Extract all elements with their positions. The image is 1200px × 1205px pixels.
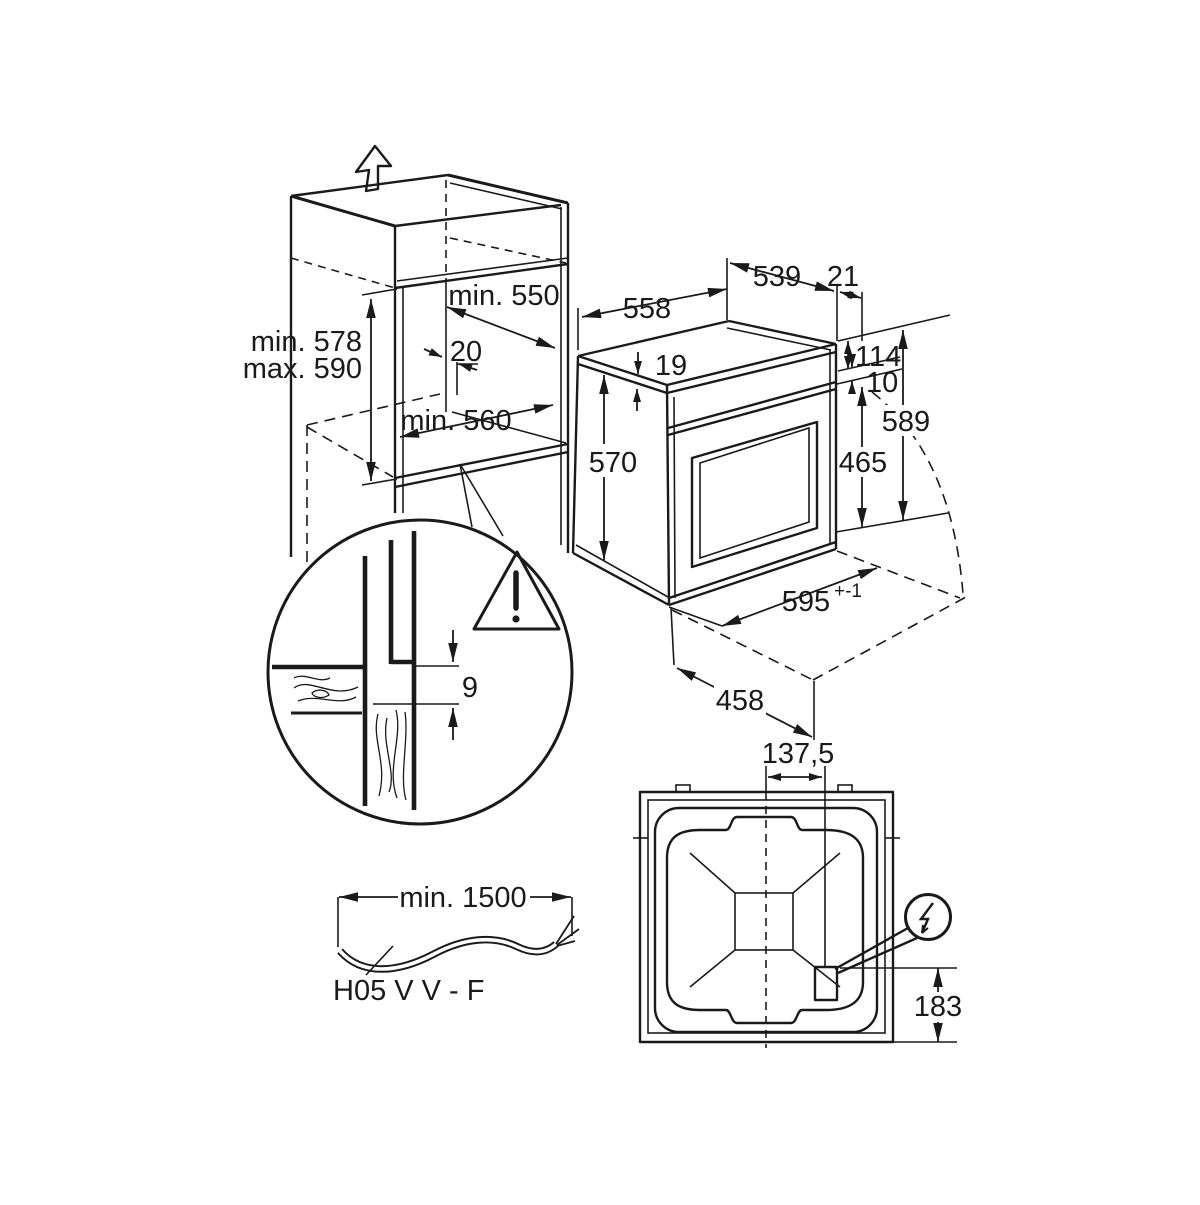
dim-line-rear-offset bbox=[839, 290, 862, 300]
dim-rear-gap: 10 bbox=[866, 367, 898, 399]
dim-arrow-rear-gap-left bbox=[423, 348, 443, 358]
dim-door-height: 465 bbox=[839, 447, 887, 479]
warning-icon bbox=[472, 550, 561, 631]
dim-body-depth: 558 bbox=[623, 293, 671, 325]
dim-front-width: 595 bbox=[782, 586, 830, 618]
dim-line-top-rear-width bbox=[729, 262, 835, 292]
dim-niche-height-max: max. 590 bbox=[243, 353, 362, 385]
dim-upper-rear-height: 114 bbox=[855, 341, 901, 373]
dim-mains-offset-x: 137,5 bbox=[762, 738, 835, 770]
rear-view: 137,5 183 bbox=[633, 738, 962, 1048]
oven-view: 558 539 21 19 570 114 10 589 465 595 +-1… bbox=[571, 258, 967, 740]
dim-line-niche-depth bbox=[446, 306, 556, 349]
power-cable: min. 1500 H05 V V - F bbox=[333, 881, 580, 1007]
dim-niche-width: min. 560 bbox=[400, 405, 511, 437]
dim-front-height: 589 bbox=[882, 406, 930, 438]
rear-panel-center-plate bbox=[734, 892, 794, 951]
dim-cable-length: min. 1500 bbox=[399, 882, 526, 914]
dim-rear-offset: 21 bbox=[827, 261, 859, 293]
dim-mains-offset-y: 183 bbox=[914, 991, 962, 1023]
dim-rear-gap: 20 bbox=[450, 336, 482, 368]
cable-type-label: H05 V V - F bbox=[333, 975, 485, 1007]
dim-top-rear-width: 539 bbox=[753, 261, 801, 293]
detail-circle-outline bbox=[266, 518, 574, 826]
dim-frame-lip: 19 bbox=[655, 350, 687, 382]
dim-arrow-rear-gap-right bbox=[458, 363, 478, 372]
dim-panel-gap: 9 bbox=[462, 672, 478, 704]
lightning-icon bbox=[834, 893, 952, 975]
dim-body-height: 570 bbox=[589, 447, 637, 479]
dim-line-front-width bbox=[721, 567, 878, 627]
detail-circle: 9 bbox=[266, 518, 574, 826]
dim-front-width-tolerance: +-1 bbox=[834, 581, 862, 602]
dim-niche-height-min: min. 578 bbox=[251, 326, 362, 358]
cabinet-view: min. 550 min. 578 max. 590 20 min. 560 bbox=[243, 144, 570, 570]
dim-pullout-depth: 458 bbox=[716, 685, 764, 717]
rear-panel-emboss bbox=[665, 815, 865, 1025]
mains-connection-box bbox=[813, 965, 839, 1002]
dim-line-body-depth bbox=[581, 287, 728, 319]
dim-line-niche-width bbox=[399, 404, 554, 438]
dim-niche-depth: min. 550 bbox=[448, 280, 559, 312]
